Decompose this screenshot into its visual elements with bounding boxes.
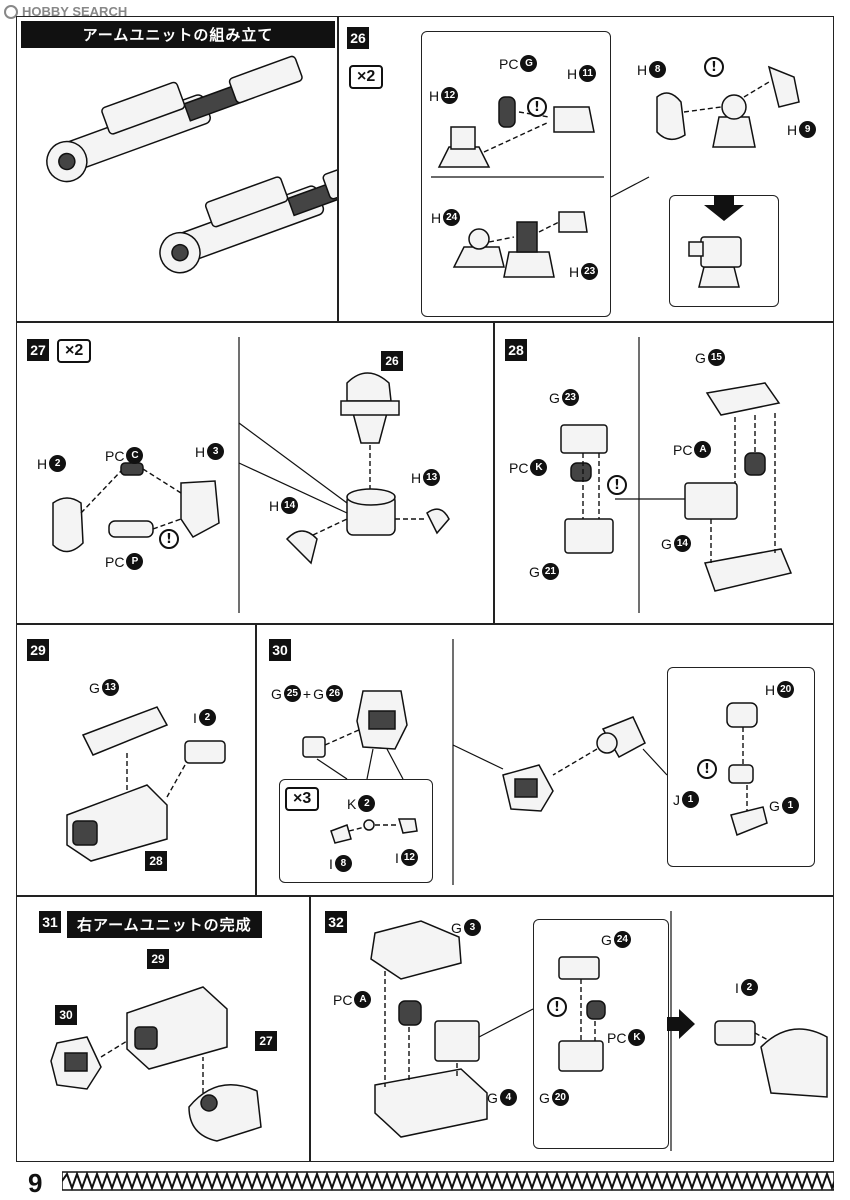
section-title: 右アームユニットの完成 (67, 911, 262, 938)
right-arrow-icon (667, 1009, 695, 1039)
reference-step-tag: 27 (255, 1031, 277, 1051)
step-29-diagram (66, 706, 226, 862)
quantity-badge: ×2 (57, 339, 92, 363)
reference-step-tag: 30 (55, 1005, 77, 1025)
detail-box (533, 919, 669, 1149)
reference-step-tag: 29 (147, 949, 169, 969)
step-32-diagram (370, 911, 828, 1151)
quantity-badge: ×2 (349, 65, 384, 89)
section-title: アームユニットの組み立て (21, 21, 335, 48)
watermark-logo: HOBBY SEARCH (4, 4, 127, 19)
intro-panel: アームユニットの組み立て (16, 16, 338, 322)
step-number: 27 (27, 339, 49, 361)
caution-icon: ! (704, 57, 724, 77)
caution-icon: ! (607, 475, 627, 495)
quantity-badge: ×3 (285, 787, 320, 811)
step-31-diagram (50, 986, 262, 1142)
step-number: 30 (269, 639, 291, 661)
caution-icon: ! (547, 997, 567, 1017)
step-31-panel: 31 右アームユニットの完成 29 30 27 (16, 896, 310, 1162)
caution-icon: ! (159, 529, 179, 549)
caution-icon: ! (697, 759, 717, 779)
step-number: 29 (27, 639, 49, 661)
watermark-text: HOBBY SEARCH (22, 4, 128, 19)
reference-step-tag: 26 (381, 351, 403, 371)
logo-icon (4, 4, 18, 19)
arm-units-illustration (46, 55, 337, 274)
reference-step-tag: 28 (145, 851, 167, 871)
step-27-diagram (52, 337, 450, 613)
down-arrow-icon (704, 195, 744, 221)
decorative-border (62, 1171, 834, 1191)
step-30-diagram (302, 639, 768, 885)
step-28-diagram (560, 337, 793, 613)
step-number: 28 (505, 339, 527, 361)
step-number: 32 (325, 911, 347, 933)
step-number: 26 (347, 27, 369, 49)
step-26-diagram (431, 65, 800, 288)
step-number: 31 (39, 911, 61, 933)
caution-icon: ! (527, 97, 547, 117)
page-number: 9 (28, 1168, 43, 1198)
